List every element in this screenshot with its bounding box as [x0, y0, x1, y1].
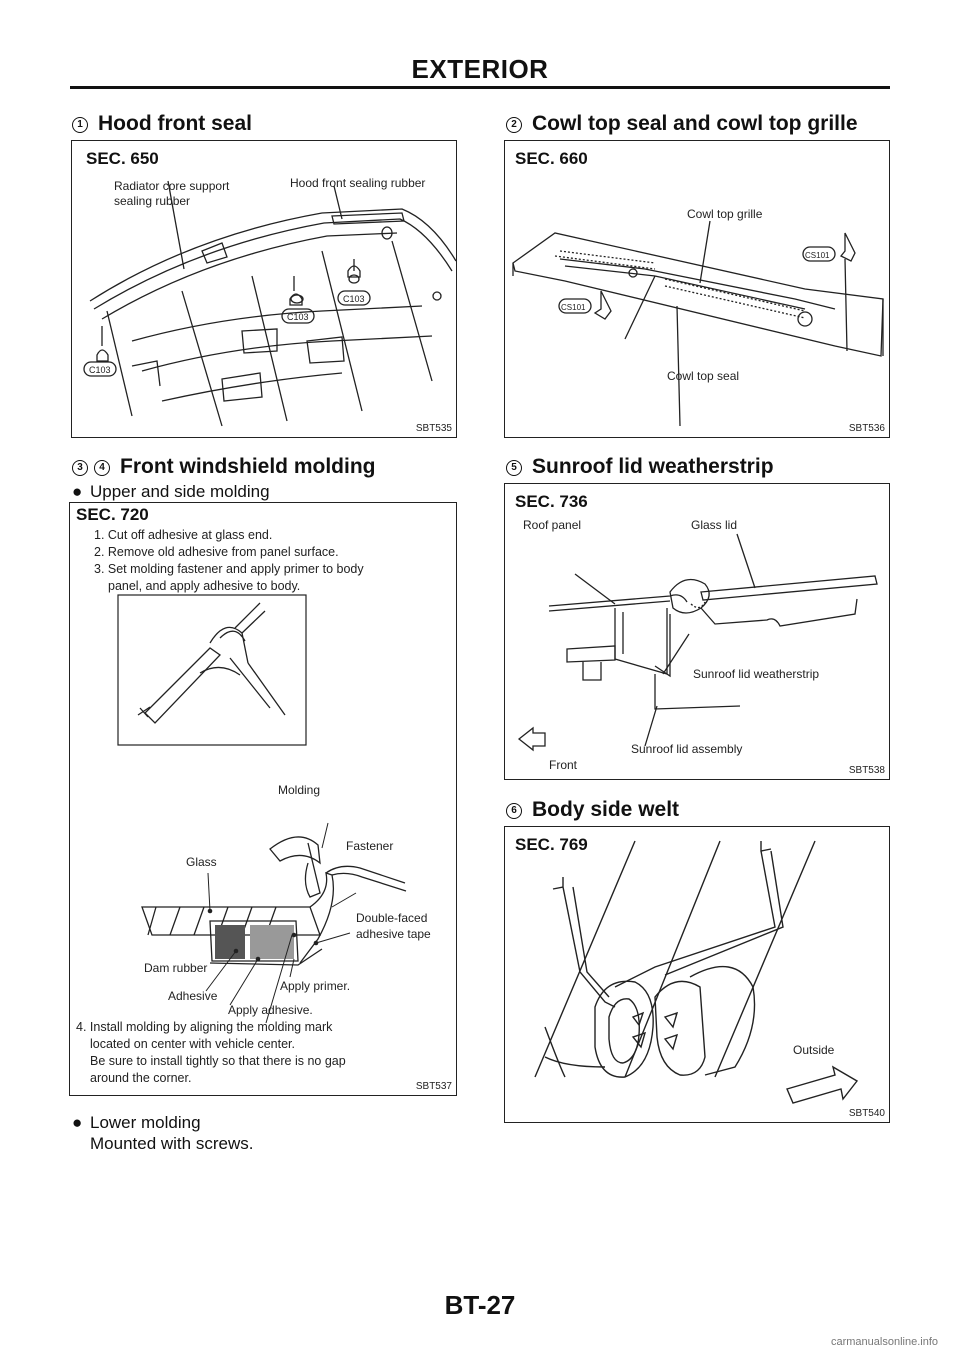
step-line: 4. Install molding by aligning the moldi… — [76, 1020, 333, 1034]
figure-section-code: SEC. 769 — [515, 835, 588, 854]
figure-section-code: SEC. 720 — [76, 505, 149, 524]
step-line: 1. Cut off adhesive at glass end. — [94, 528, 273, 542]
figure-hood-front-seal: SEC. 650 Radiator core support sealing r… — [71, 140, 457, 438]
cowl-top-drawing — [512, 220, 884, 427]
label-hood-sealing-rubber: Hood front sealing rubber — [290, 176, 426, 190]
figure-section-code: SEC. 660 — [515, 149, 588, 168]
label-fastener: Fastener — [346, 839, 394, 853]
bullet-icon: ● — [72, 1113, 83, 1132]
figure-id: SBT538 — [848, 765, 885, 776]
section-number-badge: 5 — [506, 460, 522, 476]
step-line: located on center with vehicle center. — [90, 1037, 295, 1051]
section-number-badge: 1 — [72, 117, 88, 133]
figure-cowl-top: SEC. 660 Cowl top grille Cowl top seal C… — [504, 140, 890, 438]
section-2-heading: 2 Cowl top seal and cowl top grille — [506, 112, 858, 136]
step-line: 2. Remove old adhesive from panel surfac… — [94, 545, 339, 559]
step-line: Be sure to install tightly so that there… — [90, 1054, 346, 1068]
figure-id: SBT536 — [848, 423, 885, 434]
label-tape-line2: adhesive tape — [356, 927, 431, 941]
procedure-steps: 1. Cut off adhesive at glass end. 2. Rem… — [94, 527, 364, 595]
label-molding: Molding — [278, 783, 321, 797]
label-outside: Outside — [793, 1043, 835, 1057]
section-title: Body side welt — [532, 798, 680, 821]
section-number-badge: 6 — [506, 803, 522, 819]
label-clip-c103: C103 — [343, 294, 365, 304]
label-clip-c103: C103 — [287, 312, 309, 322]
bullet-lower-molding: ● Lower molding Mounted with screws. — [72, 1112, 253, 1154]
label-cowl-top-seal: Cowl top seal — [667, 369, 740, 383]
section-number-badge: 4 — [94, 460, 110, 476]
step-line: panel, and apply adhesive to body. — [108, 579, 301, 593]
label-clip-cs101: CS101 — [561, 303, 586, 312]
bullet-text: Lower molding — [90, 1113, 201, 1132]
label-apply-primer: Apply primer. — [280, 979, 351, 993]
section-1-heading: 1 Hood front seal — [72, 112, 252, 136]
label-glass: Glass — [186, 855, 217, 869]
figure-id: SBT535 — [415, 423, 452, 434]
label-sunroof-assembly: Sunroof lid assembly — [631, 742, 743, 756]
watermark-text[interactable]: carmanualsonline.info — [830, 1336, 938, 1348]
sunroof-drawing — [517, 533, 878, 752]
section-title: Front windshield molding — [120, 455, 376, 478]
windshield-molding-drawing — [117, 594, 407, 1024]
label-adhesive: Adhesive — [168, 989, 218, 1003]
label-radiator-line2: sealing rubber — [114, 194, 191, 208]
section-title: Sunroof lid weatherstrip — [532, 455, 774, 478]
section-title: Cowl top seal and cowl top grille — [532, 112, 858, 135]
page-title: EXTERIOR — [411, 54, 549, 84]
bullet-upper-molding: ● Upper and side molding — [72, 481, 270, 502]
figure-body-side-welt: SEC. 769 Outside SBT540 — [504, 826, 890, 1123]
label-clip-cs101: CS101 — [805, 251, 830, 260]
label-radiator-line1: Radiator core support — [114, 179, 230, 193]
body-side-welt-drawing — [534, 840, 859, 1104]
label-roof-panel: Roof panel — [523, 518, 582, 532]
header-rule — [70, 86, 890, 89]
label-sunroof-weatherstrip: Sunroof lid weatherstrip — [693, 667, 820, 681]
figure-section-code: SEC. 736 — [515, 492, 588, 511]
bullet-note: Mounted with screws. — [90, 1134, 254, 1153]
step-line: 3. Set molding fastener and apply primer… — [94, 562, 364, 576]
hood-seal-drawing — [83, 180, 456, 427]
figure-sunroof: SEC. 736 Roof panel Glass lid Sunroof li… — [504, 483, 890, 780]
page-number: BT-27 — [444, 1290, 516, 1320]
section-5-heading: 5 Sunroof lid weatherstrip — [506, 455, 774, 479]
section-number-badge: 3 — [72, 460, 88, 476]
section-title: Hood front seal — [98, 112, 253, 135]
label-front: Front — [549, 758, 578, 772]
figure-id: SBT537 — [415, 1081, 452, 1092]
procedure-step-4: 4. Install molding by aligning the moldi… — [76, 1019, 346, 1087]
figure-windshield-molding: SEC. 720 1. Cut off adhesive at glass en… — [69, 502, 457, 1096]
step-line: around the corner. — [90, 1071, 192, 1085]
section-number-badge: 2 — [506, 117, 522, 133]
label-tape-line1: Double-faced — [356, 911, 428, 925]
section-6-heading: 6 Body side welt — [506, 798, 679, 822]
figure-id: SBT540 — [848, 1108, 885, 1119]
label-clip-c103: C103 — [89, 365, 111, 375]
label-dam-rubber: Dam rubber — [144, 961, 208, 975]
label-cowl-top-grille: Cowl top grille — [687, 207, 763, 221]
label-glass-lid: Glass lid — [691, 518, 738, 532]
bullet-text: Upper and side molding — [90, 482, 270, 501]
label-apply-adhesive: Apply adhesive. — [228, 1003, 313, 1017]
bullet-icon: ● — [72, 482, 83, 501]
figure-section-code: SEC. 650 — [86, 149, 159, 168]
